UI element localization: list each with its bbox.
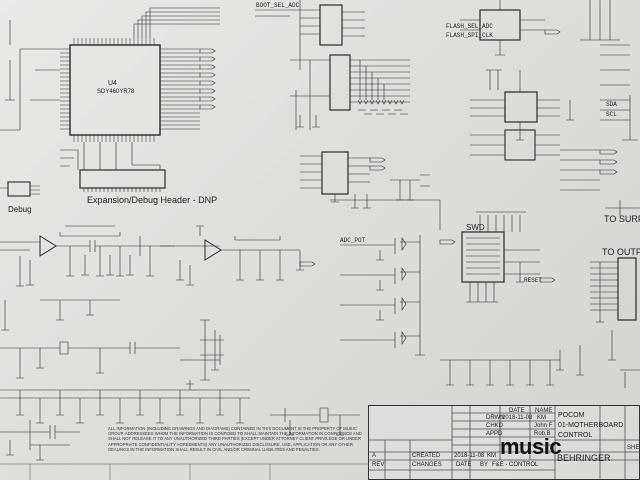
chip-u4-pins-left: [60, 48, 70, 130]
net-boot-sel: BOOT_SEL_ADC: [256, 2, 300, 9]
footer-note: F&E - CONTROL: [492, 462, 539, 468]
expansion-header-label: Expansion/Debug Header - DNP: [87, 195, 218, 205]
chip-u4-pins-bottom: [73, 135, 155, 142]
brand-label: BEHRINGER: [557, 453, 611, 463]
drawn-date: 2018-11-08: [502, 415, 533, 421]
title-line-2: 01-MOTHERBOARD: [558, 422, 624, 429]
appd-label: APPD: [486, 431, 503, 437]
ic-center-mux: [329, 54, 351, 111]
date-header: DATE: [509, 408, 525, 414]
chip-u4: [69, 44, 161, 136]
ic-center-lower: [321, 151, 349, 195]
title-line-1: POCOM: [558, 412, 585, 419]
chkd-by: John F: [534, 423, 553, 429]
name-header: NAME: [535, 408, 553, 414]
created-label: CREATED: [412, 453, 441, 459]
net-adc-pot: ADC_POT: [340, 237, 366, 244]
to-output-label: TO OUTPUT: [602, 247, 640, 257]
output-connector: [617, 257, 637, 321]
footer-date: DATE: [456, 462, 472, 468]
chkd-label: CHKD: [486, 423, 504, 429]
chip-u4-pins-right: [160, 48, 200, 130]
changes-label: CHANGES: [412, 462, 442, 468]
footer-by: BY: [480, 462, 489, 468]
swd-label: SWD: [466, 223, 485, 232]
drawn-label: DRWN: [486, 415, 505, 421]
net-scl: SCL: [606, 111, 617, 118]
net-sda: SDA: [606, 101, 617, 108]
u4-part-label: SDY460YR78: [97, 89, 135, 95]
debug-label: Debug: [8, 205, 32, 214]
ic-top-center: [319, 4, 343, 46]
appd-by: Rob.B: [534, 431, 551, 437]
drawn-by: KM: [537, 415, 546, 421]
expansion-header: [79, 169, 166, 189]
to-surface-label: TO SURFA: [604, 214, 640, 224]
swd-connector: [461, 231, 505, 283]
created-date: 2018-11-08: [454, 453, 485, 459]
chip-u4-pins-top: [73, 38, 155, 45]
a-label: A: [372, 453, 377, 459]
title-block: [368, 405, 640, 480]
created-by: KM: [487, 453, 496, 459]
rev-label: REV: [372, 462, 385, 468]
net-reset: RESET: [524, 277, 543, 284]
confidentiality-disclaimer: All information (including drawings and …: [108, 426, 362, 452]
title-line-3: CONTROL: [558, 432, 593, 439]
sheet-label: SHE: [627, 445, 640, 451]
net-flash-spi-clk: FLASH_SPI_CLK: [446, 32, 493, 39]
music-logo: music: [500, 434, 562, 459]
u4-ref-label: U4: [108, 80, 117, 87]
debug-connector: [7, 181, 31, 197]
net-flash-sel: FLASH_SEL_ADC: [446, 23, 493, 30]
ic-eeprom: [504, 91, 538, 123]
